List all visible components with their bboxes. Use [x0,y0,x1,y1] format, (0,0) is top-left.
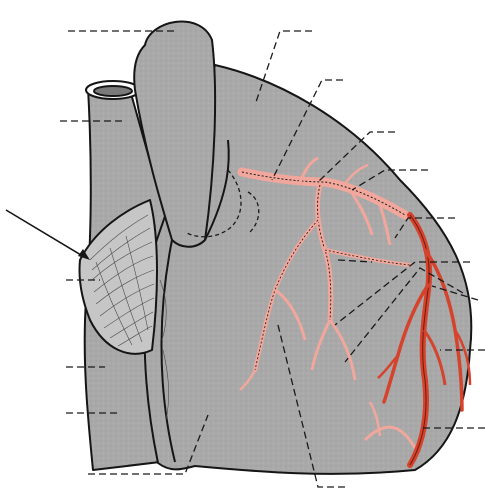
pointer-arrow [6,210,90,260]
